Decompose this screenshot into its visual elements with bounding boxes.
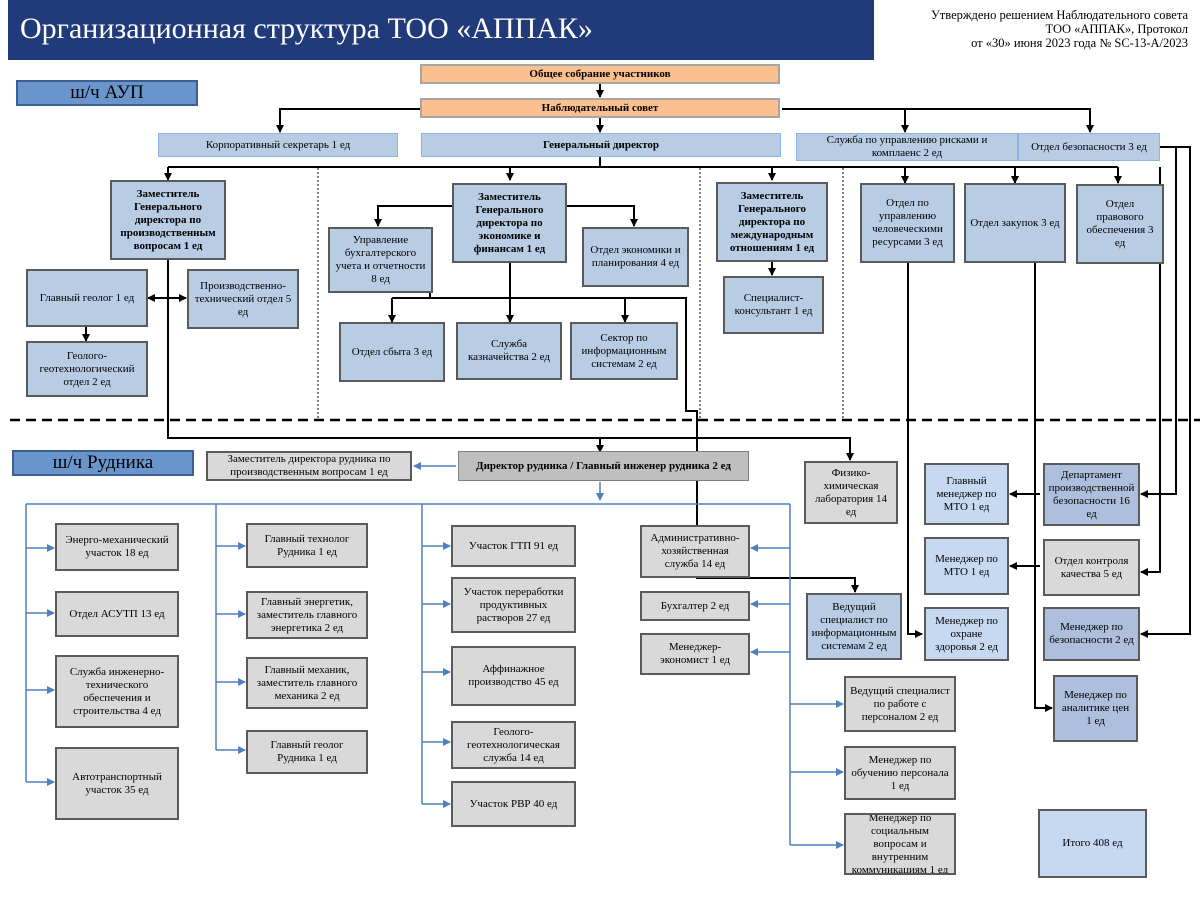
treasury-box[interactable]: Служба казначейства 2 ед	[456, 322, 562, 380]
mine-unit-box[interactable]: Аффинажное производство 45 ед	[451, 646, 576, 706]
lab-box[interactable]: Физико-химическая лаборатория 14 ед	[804, 461, 898, 524]
quality-box[interactable]: Отдел контроля качества 5 ед	[1043, 539, 1140, 596]
header-banner: Организационная структура ТОО «АППАК»	[8, 0, 874, 60]
mto-manager-box[interactable]: Менеджер по МТО 1 ед	[924, 537, 1009, 595]
production-deputy-box[interactable]: Заместитель Генерального директора по пр…	[110, 180, 226, 260]
security-dept-box[interactable]: Отдел безопасности 3 ед	[1018, 133, 1160, 161]
mine-unit-box[interactable]: Геолого-геотехнологическая служба 14 ед	[451, 721, 576, 769]
info-sector-box[interactable]: Сектор по информационным системам 2 ед	[570, 322, 678, 380]
production-tech-box[interactable]: Производственно-технический отдел 5 ед	[187, 269, 299, 329]
approval-line: ТОО «АППАК», Протокол	[1045, 22, 1188, 36]
mine-unit-box[interactable]: Служба инженерно-технического обеспечени…	[55, 655, 179, 728]
finance-deputy-box[interactable]: Заместитель Генерального директора по эк…	[452, 183, 567, 263]
page-title: Организационная структура ТОО «АППАК»	[20, 12, 593, 45]
prod-security-box[interactable]: Департамент производственной безопасност…	[1043, 463, 1140, 526]
mine-unit-box[interactable]: Менеджер по социальным вопросам и внутре…	[844, 813, 956, 875]
mine-director-box[interactable]: Директор рудника / Главный инженер рудни…	[458, 451, 749, 481]
mine-unit-box[interactable]: Главный геолог Рудника 1 ед	[246, 730, 368, 774]
total-box: Итого 408 ед	[1038, 809, 1147, 878]
approval-line: от «30» июня 2023 года № SC-13-A/2023	[971, 36, 1188, 50]
label-aup: ш/ч АУП	[16, 80, 198, 106]
sales-box[interactable]: Отдел сбыта 3 ед	[339, 322, 445, 382]
procurement-box[interactable]: Отдел закупок 3 ед	[964, 183, 1066, 263]
hr-dept-box[interactable]: Отдел по управлению человеческими ресурс…	[860, 183, 955, 263]
mine-unit-box[interactable]: Участок РВР 40 ед	[451, 781, 576, 827]
legal-box[interactable]: Отдел правового обеспечения 3 ед	[1076, 184, 1164, 264]
mine-unit-box[interactable]: Энерго-механический участок 18 ед	[55, 523, 179, 571]
mine-unit-box[interactable]: Главный технолог Рудника 1 ед	[246, 523, 368, 568]
general-meeting-box[interactable]: Общее собрание участников	[420, 64, 780, 84]
mine-unit-box[interactable]: Главный энергетик, заместитель главного …	[246, 591, 368, 639]
mine-unit-box[interactable]: Главный механик, заместитель главного ме…	[246, 657, 368, 709]
geo-dept-box[interactable]: Геолого-геотехнологический отдел 2 ед	[26, 341, 148, 397]
supervisory-board-box[interactable]: Наблюдательный совет	[420, 98, 780, 118]
label-mine: ш/ч Рудника	[12, 450, 194, 476]
mine-unit-box[interactable]: Бухгалтер 2 ед	[640, 591, 750, 621]
mine-unit-box[interactable]: Отдел АСУТП 13 ед	[55, 591, 179, 637]
mine-unit-box[interactable]: Менеджер-экономист 1 ед	[640, 633, 750, 675]
economics-box[interactable]: Отдел экономики и планирования 4 ед	[582, 227, 689, 287]
risk-service-box[interactable]: Служба по управлению рисками и комплаенс…	[796, 133, 1018, 161]
chief-geologist-box[interactable]: Главный геолог 1 ед	[26, 269, 148, 327]
mine-unit-box[interactable]: Участок ГТП 91 ед	[451, 525, 576, 567]
lead-is-box[interactable]: Ведущий специалист по информационным сис…	[806, 593, 902, 660]
mine-deputy-box[interactable]: Заместитель директора рудника по произво…	[206, 451, 412, 481]
mine-unit-box[interactable]: Участок переработки продуктивных раствор…	[451, 577, 576, 633]
approval-note: Утверждено решением Наблюдательного сове…	[931, 8, 1188, 50]
mine-unit-box[interactable]: Автотранспортный участок 35 ед	[55, 747, 179, 820]
price-analyst-box[interactable]: Менеджер по аналитике цен 1 ед	[1053, 675, 1138, 742]
mine-unit-box[interactable]: Административно-хозяйственная служба 14 …	[640, 525, 750, 578]
corp-secretary-box[interactable]: Корпоративный секретарь 1 ед	[158, 133, 398, 157]
approval-line: Утверждено решением Наблюдательного сове…	[930, 8, 1188, 22]
security-manager-box[interactable]: Менеджер по безопасности 2 ед	[1043, 607, 1140, 661]
mine-unit-box[interactable]: Ведущий специалист по работе с персонало…	[844, 676, 956, 732]
intl-deputy-box[interactable]: Заместитель Генерального директора по ме…	[716, 182, 828, 262]
mine-unit-box[interactable]: Менеджер по обучению персонала 1 ед	[844, 746, 956, 800]
specialist-box[interactable]: Специалист-консультант 1 ед	[723, 276, 824, 334]
mto-chief-box[interactable]: Главный менеджер по МТО 1 ед	[924, 463, 1009, 525]
general-director-box[interactable]: Генеральный директор	[421, 133, 781, 157]
accounting-box[interactable]: Управление бухгалтерского учета и отчетн…	[328, 227, 433, 293]
health-manager-box[interactable]: Менеджер по охране здоровья 2 ед	[924, 607, 1009, 661]
